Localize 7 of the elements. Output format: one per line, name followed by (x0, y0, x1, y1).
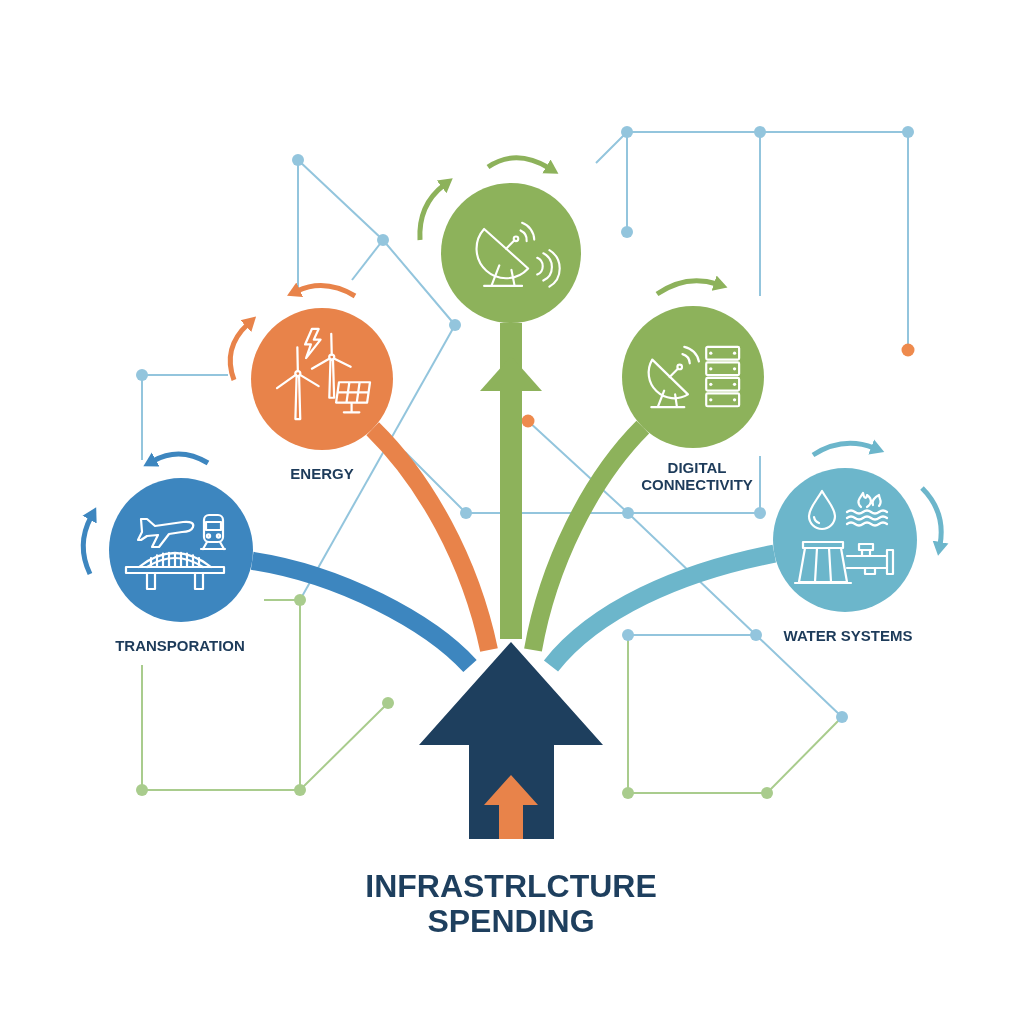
sector-label: ENERGY (290, 465, 354, 482)
flow-band (544, 544, 777, 672)
sector-label: DIGITAL CONNECTIVITY (641, 459, 753, 493)
sector-label: TRANSPORATION (115, 637, 245, 654)
title-label: INFRASTRLCTURE SPENDING (365, 869, 657, 939)
sector-label: WATER SYSTEMS (783, 627, 913, 644)
flow-band (250, 551, 477, 673)
